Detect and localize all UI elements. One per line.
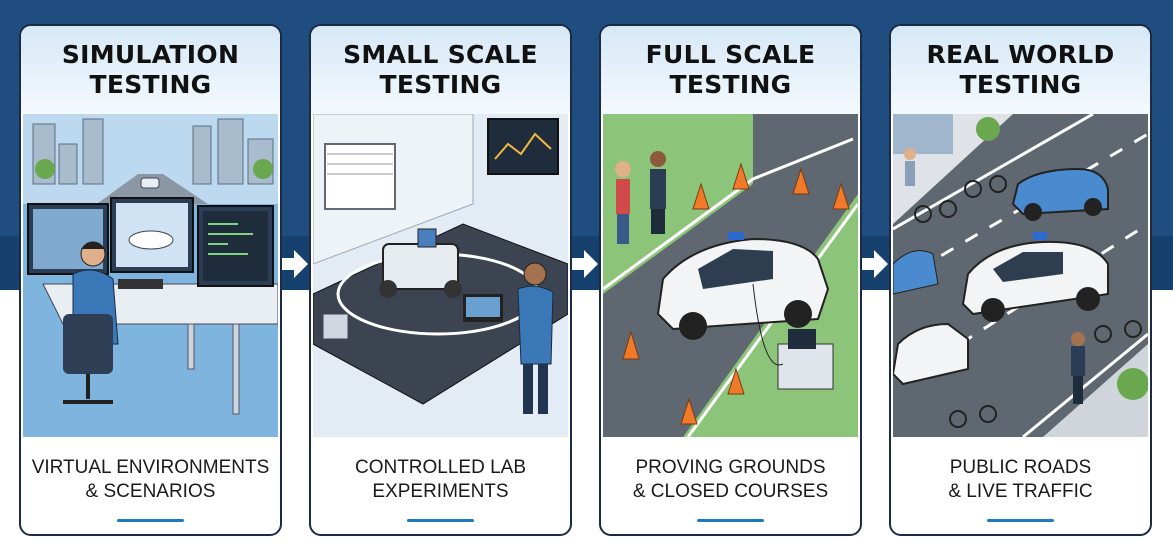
accent-underline bbox=[117, 519, 184, 522]
stage-description: VIRTUAL ENVIRONMENTS& SCENARIOS bbox=[31, 457, 270, 502]
full-scale-illustration bbox=[603, 114, 858, 437]
real-world-illustration bbox=[893, 114, 1148, 437]
accent-underline bbox=[987, 519, 1054, 522]
stage-description: PUBLIC ROADS& LIVE TRAFFIC bbox=[948, 457, 1093, 502]
accent-underline bbox=[697, 519, 764, 522]
arrow-right-icon bbox=[570, 248, 600, 280]
arrow-right-icon bbox=[280, 248, 310, 280]
simulation-illustration bbox=[23, 114, 278, 437]
accent-underline bbox=[407, 519, 474, 522]
small-scale-illustration bbox=[313, 114, 568, 437]
arrow-right-icon bbox=[860, 248, 890, 280]
stage-description: PROVING GROUNDS& CLOSED COURSES bbox=[632, 457, 829, 502]
